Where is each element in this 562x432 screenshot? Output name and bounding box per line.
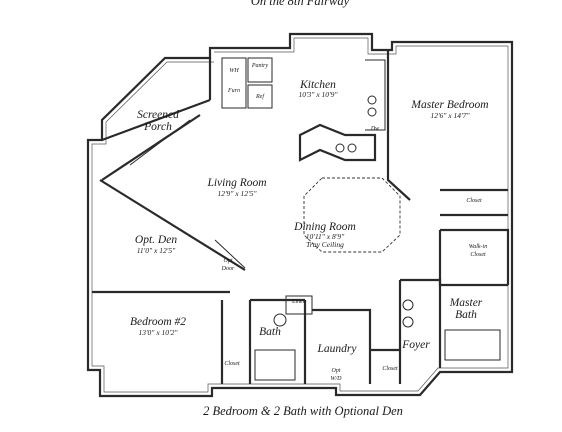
plan-caption: 2 Bedroom & 2 Bath with Optional Den xyxy=(203,404,403,418)
kitchen-label: Kitchen xyxy=(299,79,336,91)
screened-porch-label-2: Porch xyxy=(143,121,172,133)
screened-porch-label-1: Screened xyxy=(137,109,179,121)
furn-label: Furn xyxy=(227,88,240,94)
living-room-label: Living Room xyxy=(206,177,266,189)
dining-room-label: Dining Room xyxy=(293,221,356,233)
linen-label: Linen xyxy=(291,299,306,305)
bath-label: Bath xyxy=(259,326,281,338)
opt-wd-label-1: Opt xyxy=(332,368,341,374)
living-room-dims: 12'9" x 12'5" xyxy=(217,189,257,198)
dining-room-note: Tray Ceiling xyxy=(306,240,344,249)
foyer-label: Foyer xyxy=(401,339,430,351)
opt-den-dims: 11'0" x 12'5" xyxy=(137,246,176,255)
walkin-closet-label-1: Walk-in xyxy=(469,244,487,250)
master-bedroom-label: Master Bedroom xyxy=(410,99,488,111)
pantry-label: Pantry xyxy=(251,63,269,69)
ref-label: Ref xyxy=(255,93,265,100)
bedroom2-closet-label: Closet xyxy=(224,361,240,367)
foyer-closet-label: Closet xyxy=(382,366,398,372)
laundry-label: Laundry xyxy=(317,343,358,355)
wh-label: WH xyxy=(229,68,239,74)
bedroom2-dims: 13'0" x 10'2" xyxy=(138,328,178,337)
master-bath-label-1: Master xyxy=(449,297,483,309)
opt-door-label-2: Door xyxy=(221,266,235,272)
walkin-closet-label-2: Closet xyxy=(470,252,486,258)
interior-walls xyxy=(92,50,510,384)
bedroom2-label: Bedroom #2 xyxy=(130,316,186,328)
master-bedroom-dims: 12'6" x 14'7" xyxy=(430,111,470,120)
opt-wd-label-2: W/D xyxy=(331,376,343,382)
dw-label: Dw xyxy=(370,126,379,132)
closet-label: Closet xyxy=(466,198,482,204)
kitchen-dims: 10'3" x 10'9" xyxy=(298,90,338,99)
master-bath-label-2: Bath xyxy=(455,309,477,321)
plan-subtitle: On the 8th Fairway xyxy=(251,0,350,8)
dining-room-dims: 10'11" x 8'9" xyxy=(306,232,345,241)
opt-den-label: Opt. Den xyxy=(135,234,177,246)
outer-walls xyxy=(86,32,514,398)
opt-door-label-1: Opt xyxy=(224,258,233,264)
